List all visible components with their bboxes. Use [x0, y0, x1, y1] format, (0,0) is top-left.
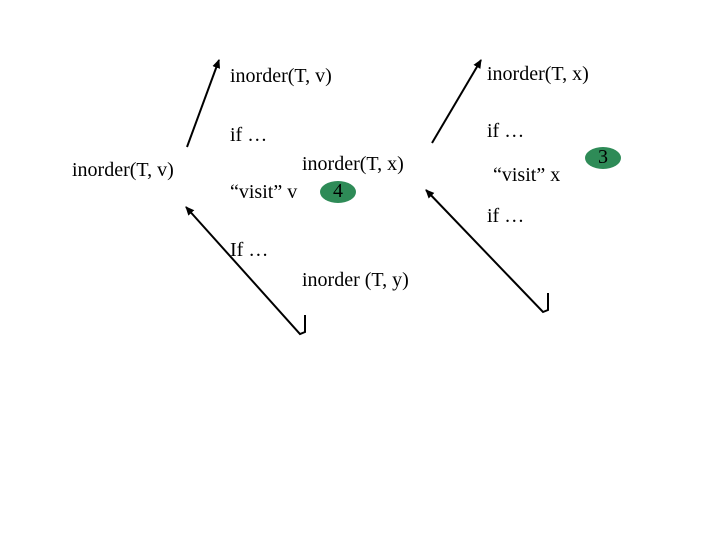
right-header: inorder(T, x)	[487, 63, 589, 85]
right-visit-line: “visit” x	[493, 164, 561, 186]
right-if-line: if …	[487, 120, 525, 142]
step-badge-3: 3	[585, 147, 621, 169]
middle-if2-line: If …	[230, 239, 269, 261]
middle-call-y: inorder (T, y)	[302, 269, 409, 291]
arrow-return-middle	[185, 206, 306, 336]
middle-if-line: if …	[230, 124, 268, 146]
step-badge-4: 4	[320, 181, 356, 203]
arrow-call-to-right	[431, 59, 482, 144]
left-call-label: inorder(T, v)	[72, 159, 174, 181]
arrow-return-right	[425, 189, 549, 314]
middle-visit-line: “visit” v	[230, 181, 298, 203]
middle-header: inorder(T, v)	[230, 65, 332, 87]
arrow-call-to-middle	[186, 59, 220, 148]
middle-call-x: inorder(T, x)	[302, 153, 404, 175]
right-if2-line: if …	[487, 205, 525, 227]
